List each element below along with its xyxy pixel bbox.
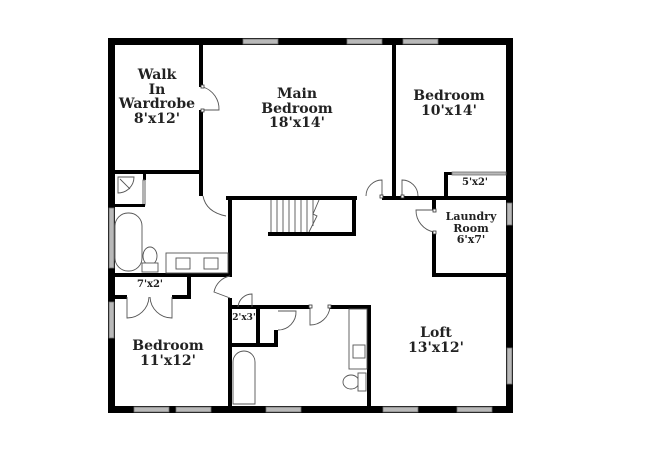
- windows: [108, 38, 513, 413]
- room-name-line: Wardrobe: [118, 96, 196, 113]
- room-dimensions: 10'x14': [421, 102, 477, 119]
- room-label-loft: Loft 13'x12': [408, 326, 464, 355]
- room-name-line: Room: [453, 221, 489, 235]
- room-name-line: Main: [276, 86, 318, 102]
- staircase: [270, 199, 320, 233]
- room-label-bedroom-sw: Bedroom 11'x12': [132, 339, 203, 368]
- room-dimensions: 13'x12': [408, 339, 464, 356]
- room-label-bedroom-ne: Bedroom 10'x14': [413, 89, 484, 118]
- room-name-line: Loft: [420, 325, 452, 341]
- room-name-line: Bedroom: [261, 100, 333, 117]
- room-name-line: Walk: [137, 67, 177, 83]
- interior-walls: [115, 45, 507, 406]
- room-dimensions: 6'x7': [456, 233, 486, 247]
- room-label-closet-sw: 7'x2': [136, 279, 164, 291]
- room-label-laundry-room: Laundry Room 6'x7': [446, 211, 497, 246]
- room-label-linen-closet: 2'x3': [232, 313, 256, 323]
- room-dimensions: 7'x2': [136, 279, 164, 290]
- room-label-walk-in-wardrobe: Walk In Wardrobe 8'x12': [119, 68, 195, 127]
- room-name-line: Laundry: [445, 210, 497, 223]
- room-dimensions: 18'x14': [269, 115, 325, 132]
- room-label-main-bedroom: Main Bedroom 18'x14': [261, 87, 332, 131]
- room-name-line: In: [148, 81, 166, 98]
- room-name-line: Bedroom: [413, 88, 485, 104]
- room-dimensions: 5'x2': [461, 177, 489, 188]
- doors: [126, 84, 437, 331]
- room-dimensions: 8'x12': [133, 111, 181, 128]
- room-name-line: Bedroom: [132, 338, 204, 354]
- room-dimensions: 11'x12': [140, 352, 196, 369]
- fixtures: [114, 176, 368, 405]
- room-dimensions: 2'x3': [232, 313, 256, 323]
- room-label-closet-ne: 5'x2': [461, 177, 489, 189]
